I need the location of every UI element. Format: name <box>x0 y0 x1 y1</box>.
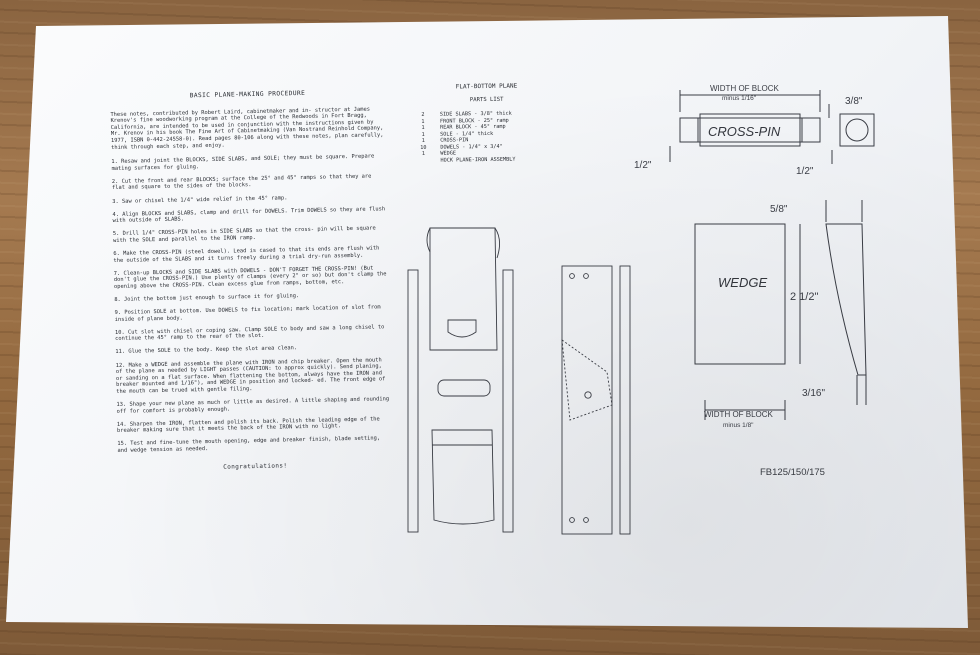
wedge-label: WEDGE <box>718 275 767 290</box>
wedge-side-view <box>825 223 867 376</box>
wedge-dimension-height: 2 1/2" <box>790 291 818 303</box>
cross-pin-center <box>699 113 801 147</box>
ramp-outline <box>561 339 613 421</box>
dimension-3-8: 3/8" <box>845 96 863 107</box>
cross-pin-detail <box>669 90 875 164</box>
front-block-curve <box>426 227 500 259</box>
drawing-code: FB125/150/175 <box>760 467 825 478</box>
right-slab-edge <box>502 269 514 533</box>
side-slab <box>561 265 613 535</box>
left-slab-edge <box>407 269 419 533</box>
side-slab-assembly <box>407 227 631 535</box>
dowel-hole <box>583 273 589 279</box>
wedge-width-label: WIDTH OF BLOCK <box>704 410 774 419</box>
dimension-1-2-bottom: 1/2" <box>796 166 814 177</box>
wedge-dimension-3-16: 3/16" <box>802 388 825 399</box>
sole-edge <box>619 265 631 535</box>
cross-pin-end-view <box>839 113 875 147</box>
cross-pin-body <box>679 117 821 143</box>
cross-pin-width-sub: minus 1/16" <box>722 95 757 102</box>
wedge-dimension-5-8: 5/8" <box>770 204 788 215</box>
dowel-hole <box>569 273 575 279</box>
dimension-1-2-left: 1/2" <box>634 160 652 171</box>
wedge-width-sub: minus 1/8" <box>723 422 754 429</box>
front-block <box>429 227 498 351</box>
cross-pin-hole <box>584 391 592 399</box>
cross-pin-circle <box>845 118 869 142</box>
dowel-hole <box>569 517 575 523</box>
cross-pin-part <box>437 379 491 397</box>
rear-block <box>431 429 495 525</box>
dowel-hole <box>583 517 589 523</box>
wedge-front-view <box>694 223 786 365</box>
cross-pin-width-label: WIDTH OF BLOCK <box>710 84 780 93</box>
cross-pin-label: CROSS-PIN <box>708 124 781 139</box>
mouth-slot <box>447 319 477 338</box>
wedge-detail <box>694 200 867 420</box>
